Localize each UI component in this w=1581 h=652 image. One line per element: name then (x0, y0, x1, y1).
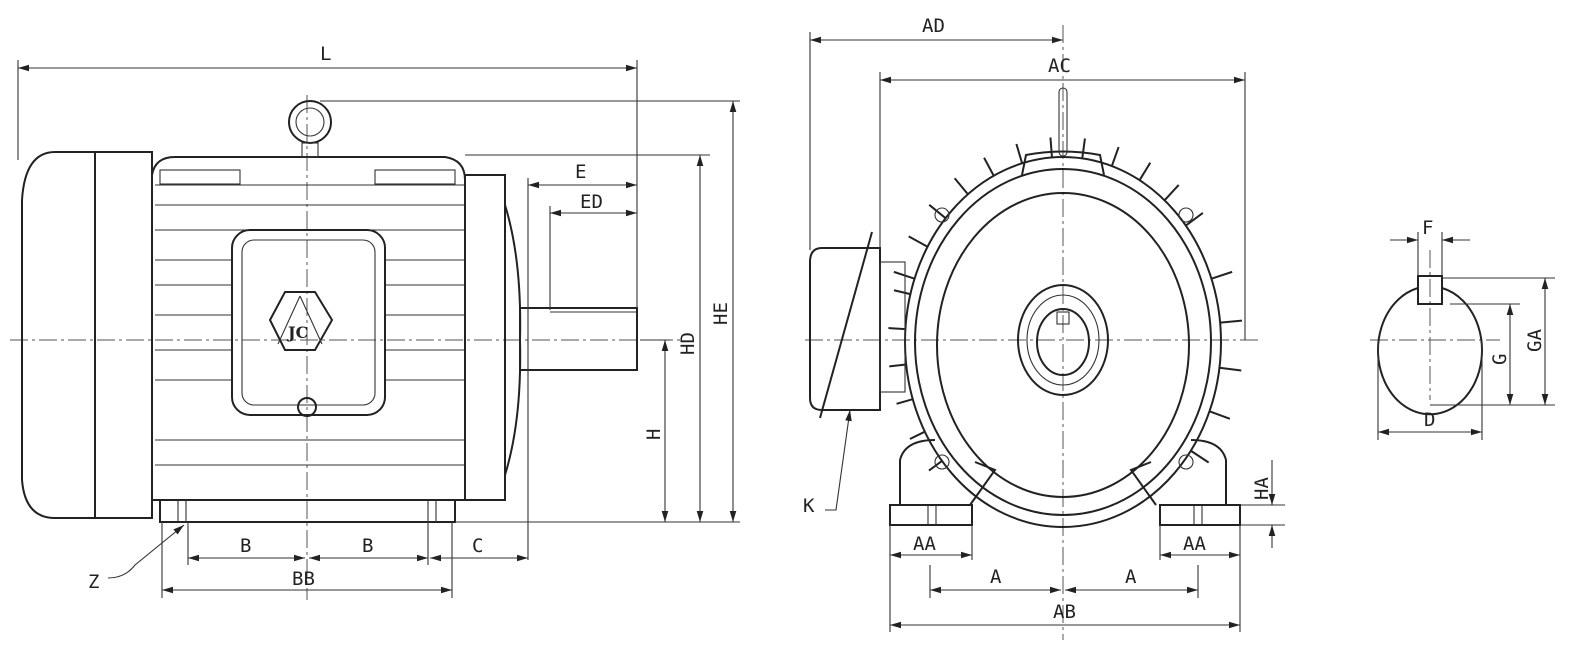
dim-E: E (575, 161, 586, 183)
lifting-eye (288, 100, 332, 144)
cooling-fins (155, 169, 465, 466)
grounding-screw (297, 397, 317, 417)
fan-cover-flange (94, 151, 153, 519)
fin (1219, 366, 1242, 372)
side-view: JC L E ED H HD (10, 43, 740, 600)
dim-G: G (1489, 354, 1511, 365)
dim-D: D (1424, 409, 1435, 431)
shaft-circle (1377, 287, 1483, 416)
left-foot-web (899, 439, 997, 506)
fin (1015, 143, 1024, 164)
terminal-box-front (809, 247, 881, 411)
front-dimensions: AD AC K HA AA AA A A (803, 15, 1285, 632)
dim-L: L (320, 43, 331, 65)
fin (1081, 138, 1086, 159)
dim-AC: AC (1048, 55, 1071, 77)
dim-Z: Z (88, 571, 99, 593)
end-shield (936, 192, 1190, 498)
fin (893, 289, 911, 296)
shaft-section: F G GA D (1370, 217, 1555, 440)
dim-HD: HD (677, 332, 699, 355)
front-shaft (1036, 308, 1090, 376)
fin (1138, 162, 1152, 181)
top-boss (1021, 150, 1105, 176)
fin (1220, 319, 1243, 324)
dim-B-left: B (240, 535, 251, 557)
dim-B-right: B (362, 535, 373, 557)
fan-cover (21, 151, 95, 519)
bearing-hub (1017, 284, 1109, 396)
left-foot (889, 504, 973, 526)
terminal-box-lid (819, 231, 873, 419)
end-bracket (464, 174, 506, 501)
side-dimensions: L E ED H HD HE B B C (17, 43, 740, 598)
fin (1185, 212, 1204, 227)
fin (1209, 410, 1231, 420)
shaft (519, 307, 638, 371)
fin (1190, 449, 1210, 464)
dim-AD: AD (922, 15, 945, 37)
fin (893, 270, 915, 280)
motor-frame (151, 156, 466, 501)
terminal-box (231, 229, 386, 416)
dim-BB: BB (292, 568, 315, 590)
dim-ED: ED (580, 191, 603, 213)
right-foot (1159, 504, 1241, 526)
fin (896, 398, 914, 405)
front-view: AD AC K HA AA AA A A (803, 15, 1285, 640)
fin (953, 177, 969, 195)
dim-HE: HE (710, 302, 732, 325)
shaft-key (1417, 275, 1443, 305)
fin (909, 430, 926, 440)
dim-F: F (1422, 217, 1433, 239)
dim-GA: GA (1524, 329, 1546, 352)
mounting-feet (159, 499, 456, 523)
dim-H: H (643, 429, 665, 440)
fin (1211, 270, 1233, 280)
dim-K: K (803, 495, 815, 517)
fin (908, 235, 929, 248)
bolt-holes (934, 207, 1194, 470)
lifting-eye-front (1058, 87, 1068, 157)
dim-C: C (472, 535, 483, 557)
right-foot-web (1129, 439, 1227, 506)
fin (1049, 137, 1053, 158)
radial-fins (888, 137, 1243, 472)
dim-AA-right: AA (1183, 533, 1206, 555)
fin (1110, 146, 1120, 167)
jc-logo: JC (268, 291, 334, 351)
fin (889, 363, 907, 368)
fin (983, 157, 995, 177)
dim-A-left: A (990, 566, 1002, 588)
logo-text: JC (286, 323, 308, 342)
fin (888, 327, 906, 331)
dim-AB: AB (1053, 601, 1076, 623)
dim-A-right: A (1125, 566, 1137, 588)
dim-HA: HA (1251, 477, 1273, 500)
fin (1163, 184, 1180, 201)
fin (928, 204, 947, 219)
dim-AA-left: AA (913, 533, 936, 555)
